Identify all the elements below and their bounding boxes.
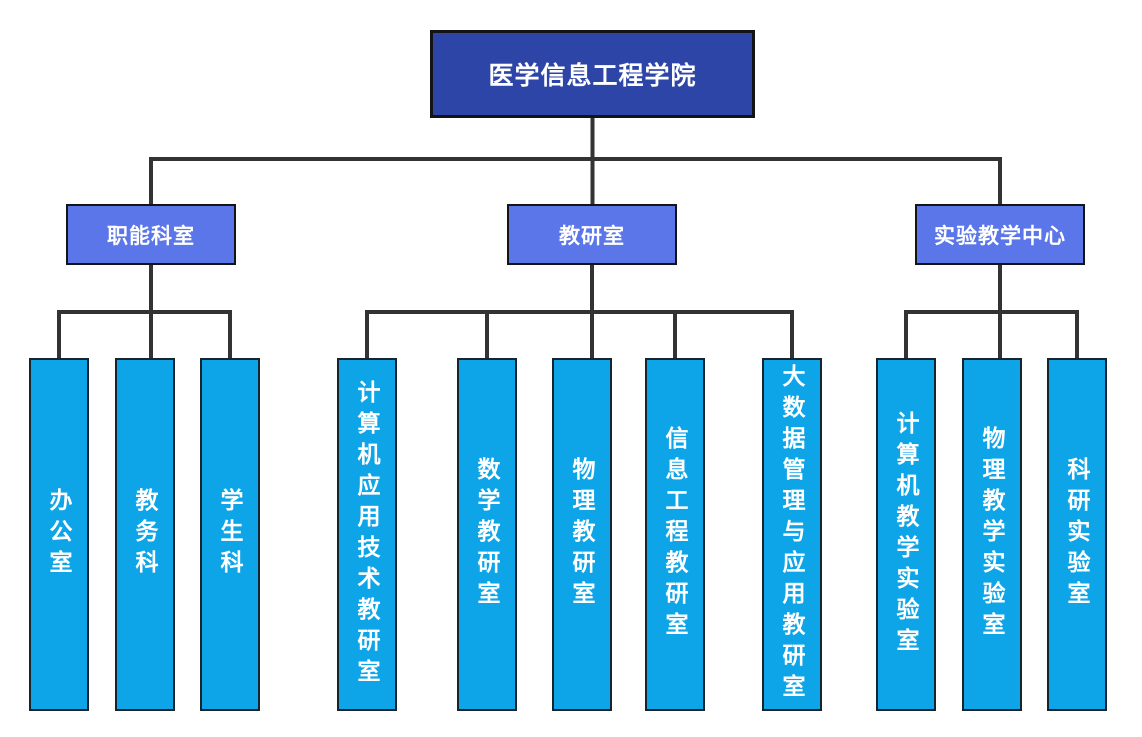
leaf-node-label: 学生科	[217, 488, 243, 581]
leaf-node-label: 物理教研室	[569, 457, 595, 612]
connector-group-labs	[904, 263, 1079, 360]
leaf-node-big-data-management: 大数据管理与应用教研室	[762, 358, 822, 711]
leaf-node-label: 物理教学实验室	[979, 426, 1005, 643]
leaf-node-academic-affairs: 教务科	[115, 358, 175, 711]
leaf-node-computer-teaching-lab: 计算机教学实验室	[876, 358, 936, 711]
branch-node-experimental-center: 实验教学中心	[915, 204, 1085, 265]
leaf-node-physics-teaching-lab: 物理教学实验室	[962, 358, 1022, 711]
leaf-node-label: 信息工程教研室	[662, 426, 688, 643]
root-node-label: 医学信息工程学院	[488, 62, 697, 90]
leaf-node-label: 大数据管理与应用教研室	[779, 364, 805, 705]
leaf-node-computer-application-tech: 计算机应用技术教研室	[337, 358, 397, 711]
branch-node-teaching-research: 教研室	[507, 204, 677, 265]
leaf-node-scientific-research-lab: 科研实验室	[1047, 358, 1107, 711]
leaf-node-label: 教务科	[132, 488, 158, 581]
leaf-node-label: 计算机应用技术教研室	[354, 379, 380, 690]
leaf-node-label: 办公室	[46, 488, 72, 581]
connector-root-to-branches	[149, 116, 1002, 206]
root-node: 医学信息工程学院	[430, 30, 755, 118]
connector-group-teaching	[365, 263, 794, 360]
leaf-node-label: 数学教研室	[474, 457, 500, 612]
leaf-node-general-office: 办公室	[29, 358, 89, 711]
branch-node-label: 教研室	[559, 224, 625, 248]
leaf-node-mathematics: 数学教研室	[457, 358, 517, 711]
leaf-node-physics: 物理教研室	[552, 358, 612, 711]
leaf-node-label: 计算机教学实验室	[893, 410, 919, 659]
leaf-node-information-engineering: 信息工程教研室	[645, 358, 705, 711]
branch-node-label: 职能科室	[107, 224, 195, 248]
leaf-node-student-affairs: 学生科	[200, 358, 260, 711]
connector-group-functional	[57, 263, 232, 360]
branch-node-label: 实验教学中心	[934, 224, 1066, 248]
leaf-node-label: 科研实验室	[1064, 457, 1090, 612]
branch-node-functional-offices: 职能科室	[66, 204, 236, 265]
